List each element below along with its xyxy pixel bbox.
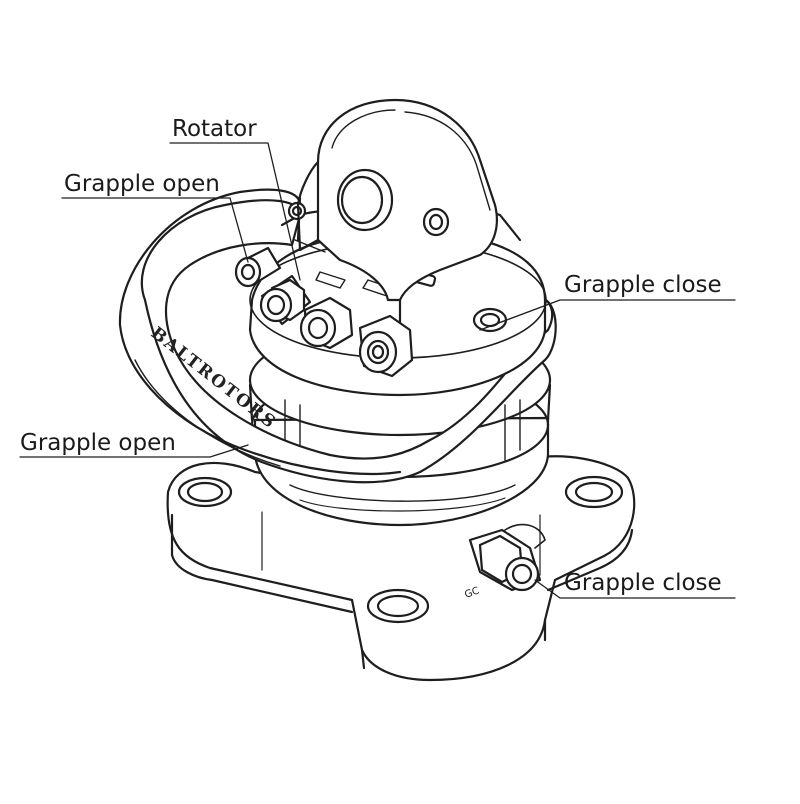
leader-rotator [169,142,301,281]
leader-lines [19,142,736,599]
fitting-rotator [259,274,312,326]
leader-grapple-close-bottom [534,579,736,599]
label-rotator: Rotator [172,116,257,142]
leader-grapple-close-top [479,299,736,331]
fitting-grapple-open [234,246,282,288]
port-mark: GC [463,585,481,600]
label-grapple-close-top: Grapple close [564,272,722,298]
fitting-grapple-close-bottom [468,523,546,592]
fitting-center [299,296,354,350]
label-grapple-open-top: Grapple open [64,171,220,197]
mounting-lug [296,98,498,332]
leader-grapple-open-bottom [19,444,249,458]
label-grapple-open-bottom: Grapple open [20,430,176,456]
fitting-grapple-close-top [358,314,414,378]
leader-grapple-open-top [61,197,249,263]
label-grapple-close-bottom: Grapple close [564,570,722,596]
base-flange [166,455,636,682]
